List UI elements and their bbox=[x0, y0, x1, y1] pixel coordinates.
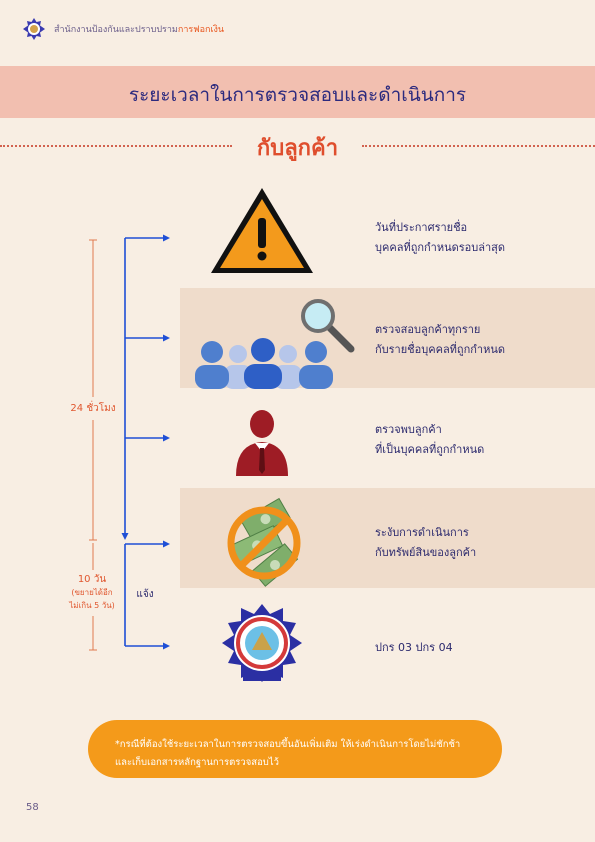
note-line-2: และเก็บเอกสารหลักฐานการตรวจสอบไว้ bbox=[115, 757, 279, 768]
item-2-line1: ตรวจสอบลูกค้าทุกราย bbox=[375, 323, 481, 336]
page-number: 58 bbox=[26, 802, 39, 813]
dotted-rule-left bbox=[0, 145, 232, 147]
dotted-rule-right bbox=[362, 145, 595, 147]
item-text-5: ปกร 03 ปกร 04 bbox=[375, 638, 453, 658]
person-icon bbox=[236, 410, 288, 476]
timeline-label-10d-main: 10 วัน bbox=[77, 574, 107, 585]
item-1-line1: วันที่ประกาศรายชื่อ bbox=[375, 221, 468, 234]
page-title: ระยะเวลาในการตรวจสอบและดำเนินการ bbox=[128, 84, 467, 106]
subtitle-row: กับลูกค้า bbox=[0, 130, 595, 161]
flow-arrows bbox=[121, 234, 170, 650]
item-1-line2: บุคคลที่ถูกกำหนดรอบล่าสุด bbox=[375, 241, 506, 254]
item-3-line2: ที่เป็นบุคคลที่ถูกกำหนด bbox=[375, 443, 485, 456]
item-4-line2: กับทรัพย์สินของลูกค้า bbox=[375, 546, 477, 559]
item-text-2: ตรวจสอบลูกค้าทุกราย กับรายชื่อบุคคลที่ถู… bbox=[375, 320, 505, 360]
amlo-emblem-icon bbox=[222, 604, 302, 682]
no-money-icon bbox=[227, 497, 301, 587]
item-text-3: ตรวจพบลูกค้า ที่เป็นบุคคลที่ถูกกำหนด bbox=[375, 420, 484, 460]
item-3-line1: ตรวจพบลูกค้า bbox=[375, 423, 442, 436]
amlo-logo-icon bbox=[23, 18, 45, 40]
timeline-label-10d-sub1: (ขยายได้อีก bbox=[71, 588, 113, 597]
header-org-name-main: สำนักงานป้องกันและปราบปราม bbox=[54, 25, 178, 35]
people-search-icon bbox=[195, 299, 355, 389]
item-5-line1: ปกร 03 ปกร 04 bbox=[375, 641, 453, 654]
timeline-scale bbox=[89, 239, 97, 651]
note-line-1: *กรณีที่ต้องใช้ระยะเวลาในการตรวจสอบขึ้นอ… bbox=[115, 739, 461, 750]
header-org-name: สำนักงานป้องกันและปราบปรามการฟอกเงิน bbox=[54, 22, 224, 36]
page-header: สำนักงานป้องกันและปราบปรามการฟอกเงิน bbox=[22, 14, 224, 44]
note-box bbox=[88, 720, 502, 778]
header-org-name-accent: การฟอกเงิน bbox=[177, 25, 225, 35]
title-band bbox=[0, 66, 595, 118]
item-4-line1: ระงับการดำเนินการ bbox=[375, 526, 469, 539]
timeline-label-report: แจ้ง bbox=[136, 589, 154, 600]
note-text: *กรณีที่ต้องใช้ระยะเวลาในการตรวจสอบขึ้นอ… bbox=[115, 736, 505, 772]
warning-icon bbox=[211, 188, 313, 273]
timeline-label-10d-sub2: ไม่เกิน 5 วัน) bbox=[69, 601, 115, 610]
item-2-line2: กับรายชื่อบุคคลที่ถูกกำหนด bbox=[375, 343, 506, 356]
item-text-1: วันที่ประกาศรายชื่อ บุคคลที่ถูกกำหนดรอบล… bbox=[375, 218, 505, 258]
item-text-4: ระงับการดำเนินการ กับทรัพย์สินของลูกค้า bbox=[375, 523, 476, 563]
page-subtitle: กับลูกค้า bbox=[256, 136, 339, 161]
timeline-label-10d: 10 วัน (ขยายได้อีก ไม่เกิน 5 วัน) bbox=[52, 573, 132, 612]
timeline-label-24h: 24 ชั่วโมง bbox=[70, 403, 116, 414]
